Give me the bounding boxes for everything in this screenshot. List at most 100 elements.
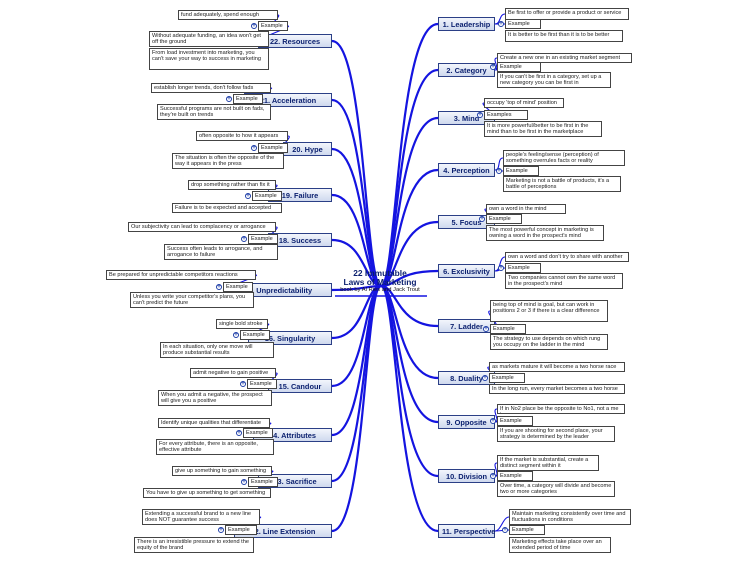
law-13-topic: give up something to gain something <box>172 466 272 476</box>
law-5-example-label[interactable]: Example <box>486 214 522 224</box>
law-17-example-label[interactable]: Example <box>223 282 253 292</box>
law-3-expand-icon[interactable]: + <box>477 112 483 118</box>
law-6-example-text: Two companies cannot own the same word i… <box>505 273 623 289</box>
law-20-example-label[interactable]: Example <box>258 143 288 153</box>
law-node-11[interactable]: 11. Perspective <box>438 524 495 538</box>
law-8-example-text: In the long run, every market becomes a … <box>489 384 625 394</box>
law-15-topic: admit negative to gain positive <box>190 368 276 378</box>
law-8-example-label[interactable]: Example <box>489 373 525 383</box>
law-17-expand-icon[interactable]: + <box>216 284 222 290</box>
law-16-example-text: In each situation, only one move will pr… <box>160 342 274 358</box>
law-6-example-label[interactable]: Example <box>505 263 541 273</box>
law-3-example-text: It is more powerful/better to be first i… <box>484 121 602 137</box>
law-node-7[interactable]: 7. Ladder <box>438 319 495 333</box>
law-4-topic: people's feeling/sense (perception) of s… <box>503 150 625 166</box>
law-22-example-label[interactable]: Example <box>258 21 288 31</box>
law-14-topic: Identify unique qualities that different… <box>158 418 270 428</box>
law-13-expand-icon[interactable]: + <box>241 479 247 485</box>
law-12-expand-icon[interactable]: + <box>218 527 224 533</box>
law-6-topic: own a word and don't try to share with a… <box>505 252 629 262</box>
law-7-expand-icon[interactable]: + <box>483 326 489 332</box>
law-14-example-label[interactable]: Example <box>243 428 273 438</box>
law-19-expand-icon[interactable]: + <box>245 193 251 199</box>
law-node-6[interactable]: 6. Exclusivity <box>438 264 495 278</box>
law-19-example-label[interactable]: Example <box>252 191 282 201</box>
law-2-example-label[interactable]: Example <box>497 62 541 72</box>
law-16-example-label[interactable]: Example <box>240 330 270 340</box>
law-15-expand-icon[interactable]: + <box>240 381 246 387</box>
law-4-expand-icon[interactable]: + <box>496 168 502 174</box>
law-5-expand-icon[interactable]: + <box>479 216 485 222</box>
law-1-expand-icon[interactable]: + <box>498 21 504 27</box>
law-12-topic: Extending a successful brand to a new li… <box>142 509 260 525</box>
law-14-expand-icon[interactable]: + <box>236 430 242 436</box>
law-11-expand-icon[interactable]: + <box>502 527 508 533</box>
branch-line-11 <box>379 284 439 533</box>
law-22-example-text: Without adequate funding, an idea won't … <box>149 31 269 47</box>
law-19-topic: drop something rather than fix it <box>188 180 276 190</box>
law-3-example-label[interactable]: Examples <box>484 110 528 120</box>
law-22-expand-icon[interactable]: + <box>251 23 257 29</box>
law-1-example-label[interactable]: Example <box>505 19 541 29</box>
law-4-example-text: Marketing is not a battle of products, i… <box>503 176 621 192</box>
branch-line-22 <box>331 39 383 288</box>
law-18-example-label[interactable]: Example <box>248 234 278 244</box>
law-9-expand-icon[interactable]: + <box>490 418 496 424</box>
law-4-example-label[interactable]: Example <box>503 166 539 176</box>
law-8-expand-icon[interactable]: + <box>482 375 488 381</box>
law-21-topic: establish longer trends, don't follow fa… <box>151 83 271 93</box>
law-10-example-label[interactable]: Example <box>497 471 533 481</box>
law-11-example-label[interactable]: Example <box>509 525 545 535</box>
law-3-topic: occupy 'top of mind' position <box>484 98 564 108</box>
law-14-example-text: For every attribute, there is an opposit… <box>156 439 274 455</box>
law-16-expand-icon[interactable]: + <box>233 332 239 338</box>
law-10-expand-icon[interactable]: + <box>490 473 496 479</box>
law-node-4[interactable]: 4. Perception <box>438 163 495 177</box>
law-7-example-label[interactable]: Example <box>490 324 526 334</box>
central-byline: book by Al Ries and Jack Trout <box>340 287 420 293</box>
law-12-example-label[interactable]: Example <box>225 525 257 535</box>
law-21-expand-icon[interactable]: + <box>226 96 232 102</box>
law-21-example-label[interactable]: Example <box>233 94 263 104</box>
law-15-example-label[interactable]: Example <box>247 379 277 389</box>
law-18-example-text: Success often leads to arrogance, and ar… <box>164 244 278 260</box>
law-9-example-label[interactable]: Example <box>497 416 533 426</box>
law-18-topic: Our subjectivity can lead to complacency… <box>128 222 276 232</box>
law-12-example-text: There is an irresistible pressure to ext… <box>134 537 254 553</box>
law-1-example-text: It is better to be first than it is to b… <box>505 30 623 42</box>
law-13-example-text: You have to give up something to get som… <box>143 488 271 498</box>
law-node-20[interactable]: 20. Hype <box>283 142 332 156</box>
law-node-10[interactable]: 10. Division <box>438 469 495 483</box>
law-17-topic: Be prepared for unpredictable competitor… <box>106 270 256 280</box>
law-7-topic: being top of mind is goal, but can work … <box>490 300 608 322</box>
law-16-topic: single bold stroke <box>216 319 268 329</box>
law-node-15[interactable]: 15. Candour <box>268 379 332 393</box>
law-node-2[interactable]: 2. Category <box>438 63 495 77</box>
law-17-example-text: Unless you write your competitor's plans… <box>130 292 254 308</box>
law-20-example-text: The situation is often the opposite of t… <box>172 153 284 169</box>
law-2-topic: Create a new one in an existing market s… <box>497 53 632 63</box>
law-15-example-text: When you admit a negative, the prospect … <box>158 390 272 406</box>
law-19-example-text: Failure is to be expected and accepted <box>172 203 282 213</box>
law-node-9[interactable]: 9. Opposite <box>438 415 495 429</box>
law-10-example-text: Over time, a category will divide and be… <box>497 481 615 497</box>
law-11-example-text: Marketing effects take place over an ext… <box>509 537 611 553</box>
law-8-topic: as markets mature it will become a two h… <box>489 362 625 372</box>
law-10-topic: If the market is substantial, create a d… <box>497 455 599 471</box>
law-18-expand-icon[interactable]: + <box>241 236 247 242</box>
law-node-1[interactable]: 1. Leadership <box>438 17 495 31</box>
law-13-example-label[interactable]: Example <box>248 477 278 487</box>
law-node-22[interactable]: 22. Resources <box>258 34 332 48</box>
law-node-8[interactable]: 8. Duality <box>438 371 495 385</box>
central-title-line-1: 22 Immutable <box>353 268 407 278</box>
law-20-expand-icon[interactable]: + <box>251 145 257 151</box>
central-topic[interactable]: 22 Immutable Laws of Marketing book by A… <box>331 269 429 294</box>
law-2-expand-icon[interactable]: + <box>490 64 496 70</box>
law-9-example-text: If you are shooting for second place, yo… <box>497 426 615 442</box>
branch-line-3 <box>380 116 439 288</box>
law-5-example-text: The most powerful concept in marketing i… <box>486 225 604 241</box>
law-6-expand-icon[interactable]: + <box>498 265 504 271</box>
branch-line-2 <box>379 68 439 288</box>
